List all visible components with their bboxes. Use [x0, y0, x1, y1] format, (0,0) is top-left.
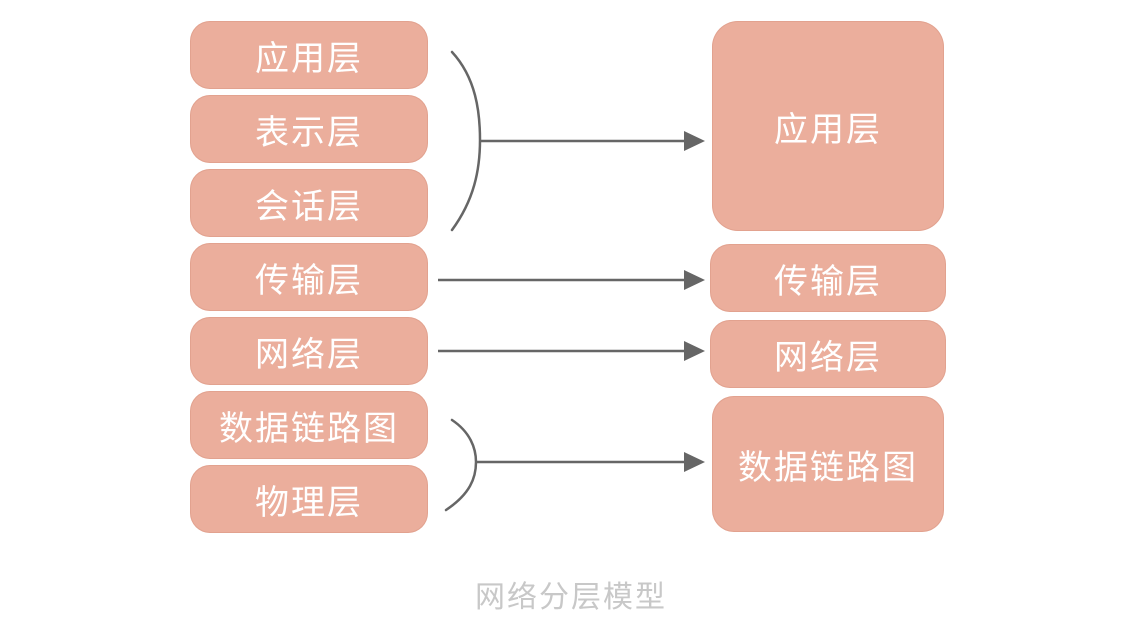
brace-lower-layers	[444, 418, 478, 512]
brace-upper-layers	[450, 50, 482, 232]
osi-layer-transport: 传输层	[190, 243, 428, 311]
arrow-head-network	[684, 341, 705, 361]
arrow-head-transport	[684, 270, 705, 290]
tcpip-layer-transport: 传输层	[710, 244, 946, 312]
osi-layer-presentation: 表示层	[190, 95, 428, 163]
tcpip-layer-datalink: 数据链路图	[712, 396, 944, 532]
osi-layer-physical: 物理层	[190, 465, 428, 533]
arrow-head-application	[684, 131, 705, 151]
osi-layer-application: 应用层	[190, 21, 428, 89]
diagram-caption: 网络分层模型	[475, 580, 667, 615]
osi-layer-session: 会话层	[190, 169, 428, 237]
arrow-head-datalink	[684, 452, 705, 472]
tcpip-layer-network: 网络层	[710, 320, 946, 388]
tcpip-layer-application: 应用层	[712, 21, 944, 231]
osi-layer-datalink: 数据链路图	[190, 391, 428, 459]
osi-layer-network: 网络层	[190, 317, 428, 385]
